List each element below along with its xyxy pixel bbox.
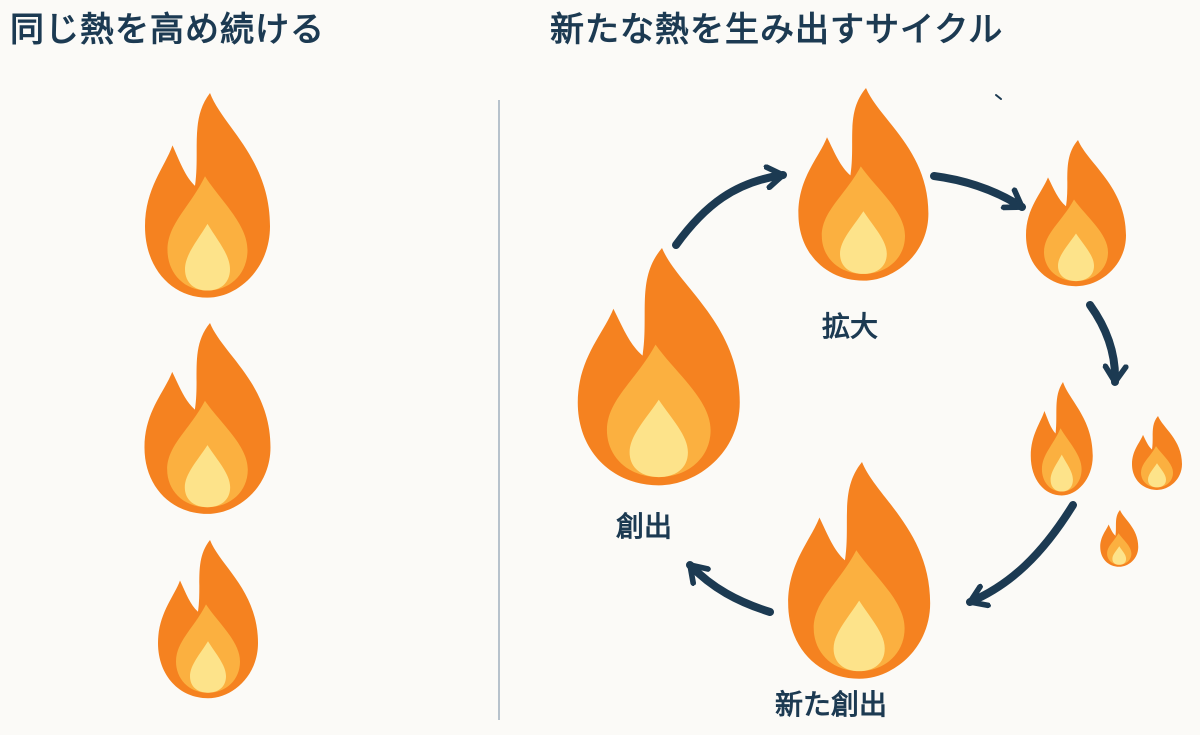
arrow-icon: [672, 175, 787, 249]
stray-mark: [995, 94, 1002, 100]
flame-icon: [144, 323, 271, 514]
flame-icon: [1030, 382, 1093, 496]
flame-icon: [1132, 416, 1182, 490]
left-title: 同じ熱を高め続ける: [10, 10, 325, 50]
label-create: 創出: [616, 510, 673, 543]
label-expand: 拡大: [822, 310, 879, 343]
right-title: 新たな熱を生み出すサイクル: [550, 10, 1004, 50]
arrow-icon: [930, 172, 1026, 211]
flame-icon: [145, 93, 270, 298]
flame-icon: [158, 540, 258, 699]
arrow-icon: [686, 561, 774, 616]
label-new-create: 新た創出: [775, 688, 888, 721]
arrow-icon: [966, 501, 1077, 602]
arrow-icon: [1086, 301, 1115, 386]
flame-icon: [798, 88, 929, 281]
panel-divider: [498, 100, 500, 720]
flame-icon: [1026, 140, 1126, 287]
flame-icon: [1100, 510, 1139, 567]
flame-icon: [577, 248, 740, 486]
flame-icon: [788, 462, 931, 679]
